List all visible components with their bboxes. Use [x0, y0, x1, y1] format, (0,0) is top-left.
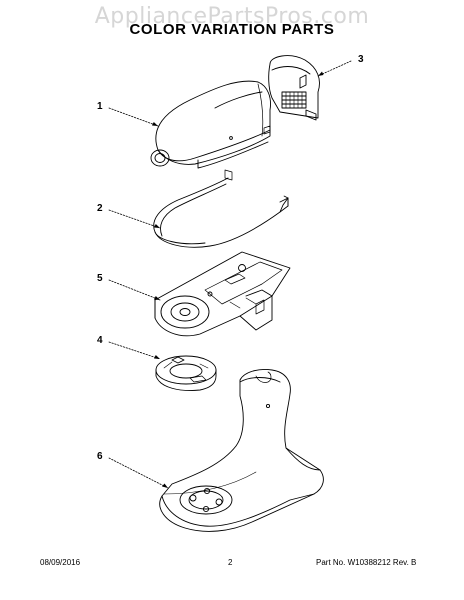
callout-4: 4 — [97, 335, 103, 346]
part-2-trim-band — [153, 169, 289, 248]
callout-6: 6 — [97, 451, 103, 462]
footer-date: 08/09/2016 — [40, 558, 81, 567]
footer-page-number: 2 — [228, 558, 233, 567]
part-3-rear-cover — [268, 55, 320, 121]
part-5-gear-housing — [154, 251, 291, 337]
part-6-pedestal-base — [159, 369, 324, 532]
part-4-clamp-plate — [155, 355, 217, 391]
callout-2: 2 — [97, 203, 103, 214]
watermark: AppliancePartsPros.com — [94, 4, 370, 29]
callout-5: 5 — [97, 273, 103, 284]
part-1-head-housing — [150, 80, 271, 169]
footer-part-number: Part No. W10388212 Rev. B — [316, 558, 417, 567]
callout-1: 1 — [97, 101, 103, 112]
callout-3: 3 — [358, 54, 364, 65]
page-title: COLOR VARIATION PARTS — [129, 21, 335, 38]
